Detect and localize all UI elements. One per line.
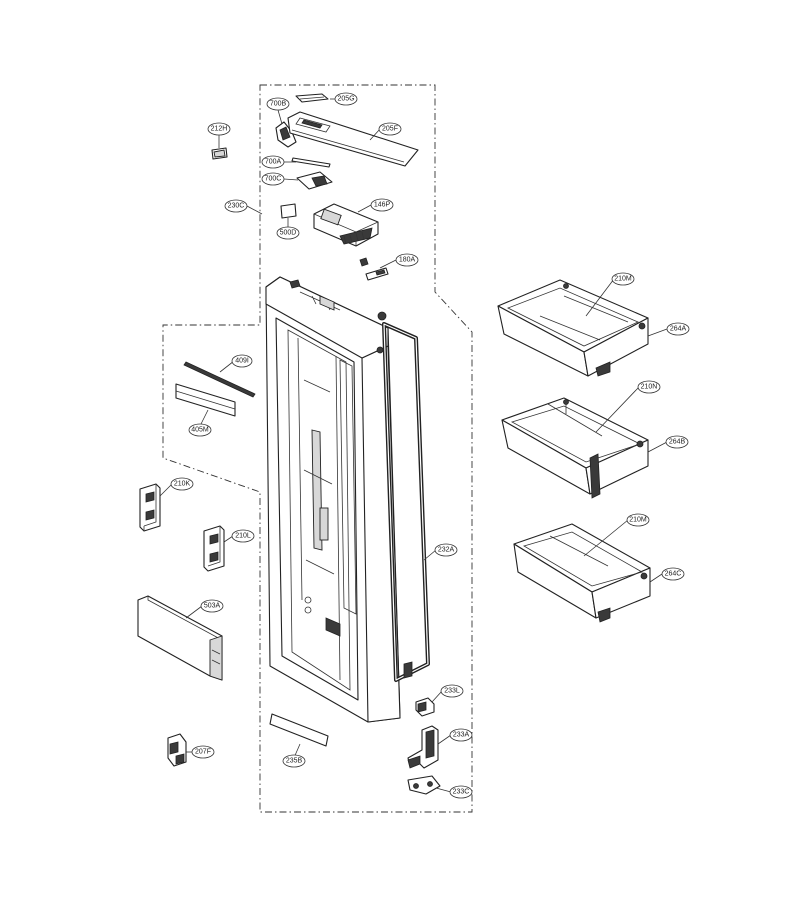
- callout-label: 233C: [453, 789, 470, 796]
- part-409I-rail: [183, 361, 256, 398]
- callout-label: 210K: [174, 481, 191, 488]
- callout-210K: 210K: [170, 477, 194, 491]
- part-700A-strip: [291, 157, 331, 168]
- part-180A-sensor: [359, 257, 389, 281]
- door-assembly-boundary: [162, 84, 473, 813]
- callout-405M: 405M: [188, 423, 212, 437]
- callout-label: 210M: [614, 276, 632, 283]
- callout-207F: 207F: [191, 745, 215, 759]
- part-700C-bracket: [296, 171, 333, 190]
- callout-label: 264A: [670, 326, 687, 333]
- callout-label: 700C: [265, 176, 282, 183]
- part-205F-panel: [287, 111, 419, 167]
- part-503A-cover-plate: [137, 595, 223, 681]
- callout-700C: 700C: [261, 172, 285, 186]
- part-233A-hinge: [407, 725, 439, 769]
- callout-label: 232A: [438, 547, 455, 554]
- part-264B-door-bin: [501, 397, 649, 499]
- part-146P-control-module: [313, 203, 379, 247]
- callout-210N: 210N: [637, 380, 661, 394]
- callout-label: 207F: [195, 749, 211, 756]
- part-232A-gasket: [339, 322, 430, 682]
- callout-label: 180A: [399, 257, 416, 264]
- callout-503A: 503A: [200, 599, 224, 613]
- callout-label: 235B: [286, 758, 303, 765]
- callout-264C: 264C: [661, 567, 685, 581]
- callout-230C: 230C: [224, 199, 248, 213]
- callout-label: 264C: [665, 571, 682, 578]
- callout-label: 700A: [265, 159, 282, 166]
- part-233L-block: [415, 697, 435, 717]
- callout-233C: 233C: [449, 785, 473, 799]
- part-264C-door-bin: [513, 523, 651, 623]
- door-liner-frame: [265, 276, 401, 723]
- callout-label: 205G: [337, 96, 354, 103]
- part-210K-holder: [139, 483, 161, 532]
- callout-500D: 500D: [276, 226, 300, 240]
- callout-label: 405M: [191, 427, 209, 434]
- callout-264A: 264A: [666, 322, 690, 336]
- callout-label: 264B: [669, 439, 686, 446]
- part-212H-clip: [211, 147, 228, 160]
- callout-label: 500D: [280, 230, 297, 237]
- callout-label: 212H: [211, 126, 228, 133]
- part-264A-door-bin: [497, 279, 649, 377]
- callout-233L: 233L: [440, 684, 464, 698]
- callout-409I: 409I: [231, 354, 253, 368]
- callout-232A: 232A: [434, 543, 458, 557]
- part-700B-bracket: [275, 121, 297, 148]
- callout-label: 700B: [270, 101, 287, 108]
- part-210L-holder: [203, 525, 225, 572]
- callout-label: 230C: [228, 203, 245, 210]
- callout-210M-top: 210M: [611, 272, 635, 286]
- callout-264B: 264B: [665, 435, 689, 449]
- callout-205G: 205G: [334, 92, 358, 106]
- part-233C-hinge-pin: [407, 775, 441, 795]
- callout-700A: 700A: [261, 155, 285, 169]
- callout-180A: 180A: [395, 253, 419, 267]
- callout-210L: 210L: [231, 529, 255, 543]
- callout-233A: 233A: [449, 728, 473, 742]
- callout-label: 503A: [204, 603, 221, 610]
- part-205G-cover: [295, 93, 329, 103]
- callout-146P: 146P: [370, 198, 394, 212]
- callout-label: 210M: [629, 517, 647, 524]
- part-500D-pad: [280, 203, 297, 219]
- callout-label: 205F: [382, 126, 398, 133]
- part-207F-latch: [167, 733, 187, 767]
- callout-label: 210N: [641, 384, 658, 391]
- part-235B-strip: [269, 713, 329, 747]
- callout-205F: 205F: [378, 122, 402, 136]
- callout-label: 146P: [374, 202, 391, 209]
- callout-235B: 235B: [282, 754, 306, 768]
- callout-label: 210L: [235, 533, 251, 540]
- callout-label: 409I: [235, 358, 249, 365]
- callout-700B: 700B: [266, 97, 290, 111]
- callout-label: 233L: [444, 688, 460, 695]
- callout-label: 233A: [453, 732, 470, 739]
- callout-212H: 212H: [207, 122, 231, 136]
- callout-210M-bottom: 210M: [626, 513, 650, 527]
- assembly-boundary-lines: [162, 84, 473, 813]
- part-405M-trim: [175, 383, 236, 417]
